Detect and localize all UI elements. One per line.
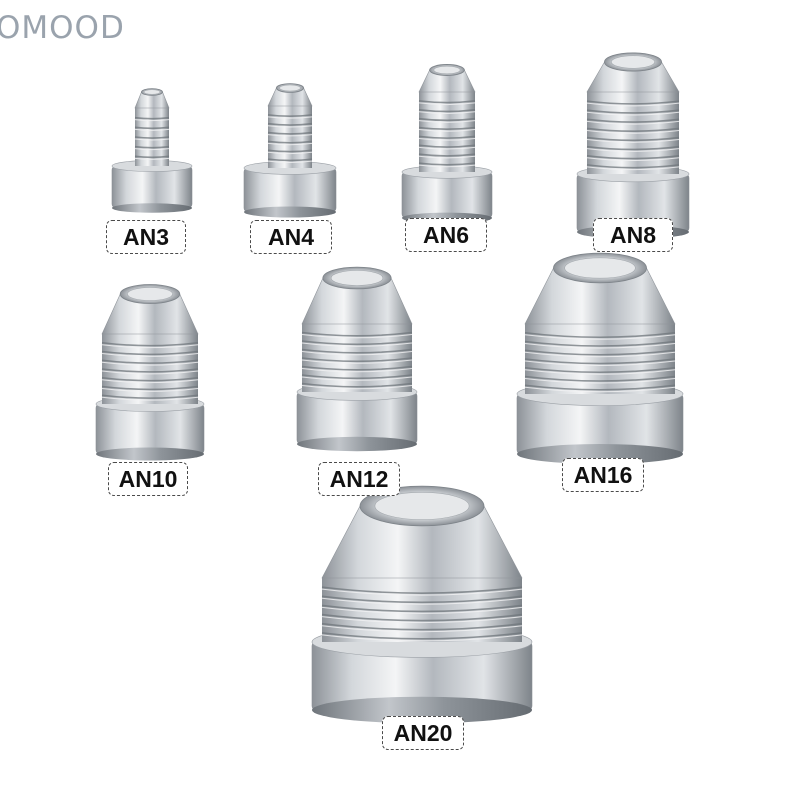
size-label-an4: AN4	[250, 220, 332, 254]
size-label-an6: AN6	[405, 218, 487, 252]
size-label-an12: AN12	[318, 462, 400, 496]
size-label-an16: AN16	[562, 458, 644, 492]
fitting-an3	[111, 88, 193, 213]
size-label-an10: AN10	[108, 462, 188, 496]
brand-watermark: OMOOD	[0, 10, 125, 46]
fitting-an20	[311, 485, 533, 724]
fitting-an6	[401, 64, 493, 224]
fitting-an4	[243, 83, 337, 218]
size-label-an8: AN8	[593, 218, 673, 252]
fitting-an8	[576, 52, 690, 239]
fitting-an16	[516, 252, 684, 464]
size-label-an20: AN20	[382, 716, 464, 750]
fitting-an10	[95, 284, 205, 461]
size-label-an3: AN3	[106, 220, 186, 254]
fitting-an12	[296, 266, 418, 452]
